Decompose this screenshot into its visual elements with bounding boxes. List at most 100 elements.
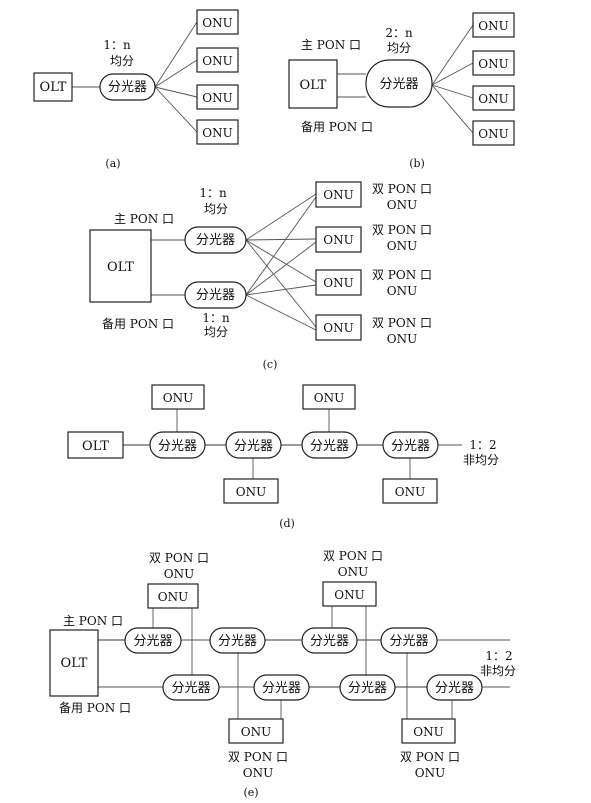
split-type: 非均分 <box>463 453 499 467</box>
onu-box <box>315 314 362 341</box>
onu-label: ONU <box>202 91 232 105</box>
onu-label: ONU <box>202 16 232 30</box>
caption-e: (e) <box>243 786 258 799</box>
onu-label: ONU <box>323 321 353 335</box>
main-pon-label: 主 PON 口 <box>63 614 123 628</box>
splitter-label: 分光器 <box>379 77 418 92</box>
splitter-label: 分光器 <box>196 233 235 248</box>
splitter-label: 分光器 <box>196 288 235 303</box>
onu-label: ONU <box>323 276 353 290</box>
caption-b: (b) <box>409 157 425 170</box>
splitter-label: 分光器 <box>348 681 387 696</box>
onu-box <box>223 478 279 504</box>
splitter-label: 分光器 <box>391 439 430 454</box>
dual-pon-label: 双 PON 口 <box>372 223 432 237</box>
splitter-label: 分光器 <box>218 634 257 649</box>
onu-box <box>472 50 515 76</box>
main-pon-label: 主 PON 口 <box>301 38 361 52</box>
split-type: 均分 <box>204 325 228 339</box>
backup-pon-label: 备用 PON 口 <box>102 317 174 331</box>
onu-label: ONU <box>236 485 266 499</box>
split-ratio: 1：n <box>202 311 230 325</box>
onu-box <box>196 47 239 73</box>
backup-pon-label: 备用 PON 口 <box>59 701 131 715</box>
olt-label: OLT <box>61 656 88 671</box>
split-type: 均分 <box>110 54 134 68</box>
splitter <box>380 627 438 654</box>
onu-box <box>472 12 515 38</box>
olt-label: OLT <box>107 260 134 275</box>
onu-box <box>472 85 515 111</box>
split-ratio: 2：n <box>385 26 413 40</box>
split-ratio: 1：2 <box>469 438 496 452</box>
splitter-label: 分光器 <box>108 80 147 95</box>
splitter <box>339 674 396 701</box>
dual-onu-label: ONU <box>338 565 368 579</box>
onu-label: ONU <box>334 588 364 602</box>
dual-onu-label: ONU <box>164 567 194 581</box>
dual-onu-label: ONU <box>387 332 417 346</box>
onu-label: ONU <box>323 233 353 247</box>
split-type: 均分 <box>204 202 228 216</box>
splitter-label: 分光器 <box>435 681 474 696</box>
split-ratio: 1：n <box>103 38 131 52</box>
dual-pon-label: 双 PON 口 <box>400 750 460 764</box>
onu-label: ONU <box>202 126 232 140</box>
onu-box <box>196 119 239 145</box>
splitter <box>225 431 282 459</box>
panel-d: OLT 分光器 分光器 分光器 分光器 ONU ONU ONU ONU 1：2 … <box>67 384 499 530</box>
onu-box <box>315 226 362 253</box>
onu-box <box>151 384 205 410</box>
caption-a: (a) <box>105 157 120 170</box>
dual-pon-label: 双 PON 口 <box>372 268 432 282</box>
dual-onu-label: ONU <box>387 198 417 212</box>
onu-label: ONU <box>413 725 443 739</box>
splitter <box>209 627 266 654</box>
onu-box <box>228 718 284 744</box>
splitter-label: 分光器 <box>389 634 428 649</box>
splitter <box>365 59 433 108</box>
onu-box <box>147 583 199 609</box>
panel-a: OLT 分光器 1：n 均分 ONU ONU ONU ONU (a) <box>33 9 239 170</box>
splitter <box>184 226 247 254</box>
onu-label: ONU <box>202 54 232 68</box>
caption-d: (d) <box>279 517 295 530</box>
splitter-label: 分光器 <box>262 681 301 696</box>
olt-box <box>33 72 73 102</box>
splitter-label: 分光器 <box>310 439 349 454</box>
splitter <box>99 73 156 101</box>
main-pon-label: 主 PON 口 <box>114 212 174 226</box>
panel-b: OLT 分光器 主 PON 口 备用 PON 口 2：n 均分 ONU ONU … <box>288 12 515 170</box>
onu-box <box>382 478 438 504</box>
olt-box <box>67 431 124 459</box>
onu-label: ONU <box>478 92 508 106</box>
olt-box <box>89 229 152 303</box>
splitter <box>301 627 358 654</box>
splitter-label: 分光器 <box>171 681 210 696</box>
onu-label: ONU <box>163 391 193 405</box>
dual-pon-label: 双 PON 口 <box>372 316 432 330</box>
dual-onu-label: ONU <box>387 239 417 253</box>
backup-pon-label: 备用 PON 口 <box>301 120 373 134</box>
splitter-label: 分光器 <box>234 439 273 454</box>
split-type: 均分 <box>387 41 411 55</box>
splitter-label: 分光器 <box>310 634 349 649</box>
caption-c: (c) <box>263 358 278 371</box>
onu-box <box>401 718 456 744</box>
onu-box <box>472 120 515 146</box>
splitter <box>301 431 358 459</box>
onu-label: ONU <box>395 485 425 499</box>
splitter-label: 分光器 <box>158 439 197 454</box>
onu-label: ONU <box>478 57 508 71</box>
splitter <box>253 674 310 701</box>
dual-pon-label: 双 PON 口 <box>228 750 288 764</box>
onu-box <box>196 84 239 110</box>
panel-e: OLT 主 PON 口 备用 PON 口 分光器 分光器 分光器 分光器 分光器… <box>49 549 516 799</box>
dual-pon-label: 双 PON 口 <box>323 549 383 563</box>
onu-box <box>302 384 356 410</box>
olt-box <box>288 59 338 109</box>
olt-label: OLT <box>82 439 109 454</box>
splitter <box>124 627 182 654</box>
onu-box <box>322 581 377 607</box>
